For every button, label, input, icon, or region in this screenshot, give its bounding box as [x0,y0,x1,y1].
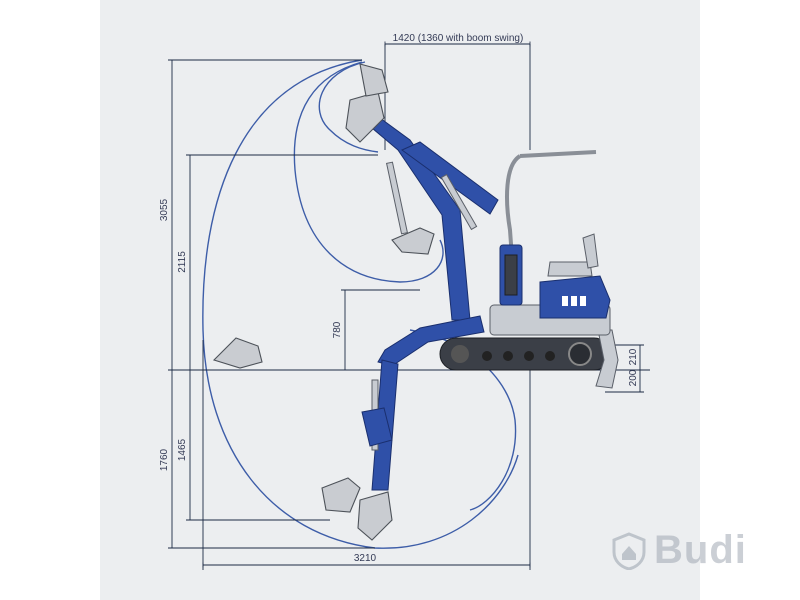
watermark-brand: Budi [654,528,747,572]
blade-raise-label: 210 [628,348,639,365]
dump-height-label: 2115 [177,251,188,273]
excavator-body [439,150,619,389]
top-bucket [359,63,389,97]
dig-depth-label: 1760 [159,448,170,471]
reach-label: 3210 [354,553,377,564]
mid-bucket [391,227,435,255]
top-width-label: 1420 (1360 with boom swing) [393,33,524,44]
upper-boom-assembly [345,63,499,321]
seat-back [582,233,599,269]
upper-bucket-curve [318,61,379,153]
watermark: Budi [612,528,747,573]
dimension-lines [168,41,650,570]
upper-arm-cylinder [385,161,409,235]
cover-vents [562,296,586,306]
wall-bucket [321,477,361,513]
lower-linkage [361,407,393,447]
shield-house-icon [612,531,646,570]
wall-depth-label: 1465 [177,438,188,461]
upper-bucket [345,91,385,143]
dimension-labels: 1420 (1360 with boom swing) 3055 2115 78… [159,33,639,564]
upper-boom-cylinder [440,173,478,231]
track-rollers [451,342,592,366]
lower-boom-assembly [212,315,485,541]
inner-reach-curve [293,61,444,283]
blade-drop-label: 200 [628,369,639,386]
canopy-post [505,154,522,301]
max-height-label: 3055 [159,198,170,221]
canopy-top-bar [519,150,597,158]
upper-dipper-arm [401,141,499,215]
min-height-label: 780 [332,321,343,338]
seat-base [547,261,593,277]
hydraulic-valve [504,254,518,296]
dozer-blade [595,329,619,389]
reach-bucket [212,337,263,369]
dig-bucket [357,491,393,541]
outer-reach-curve [202,59,519,549]
